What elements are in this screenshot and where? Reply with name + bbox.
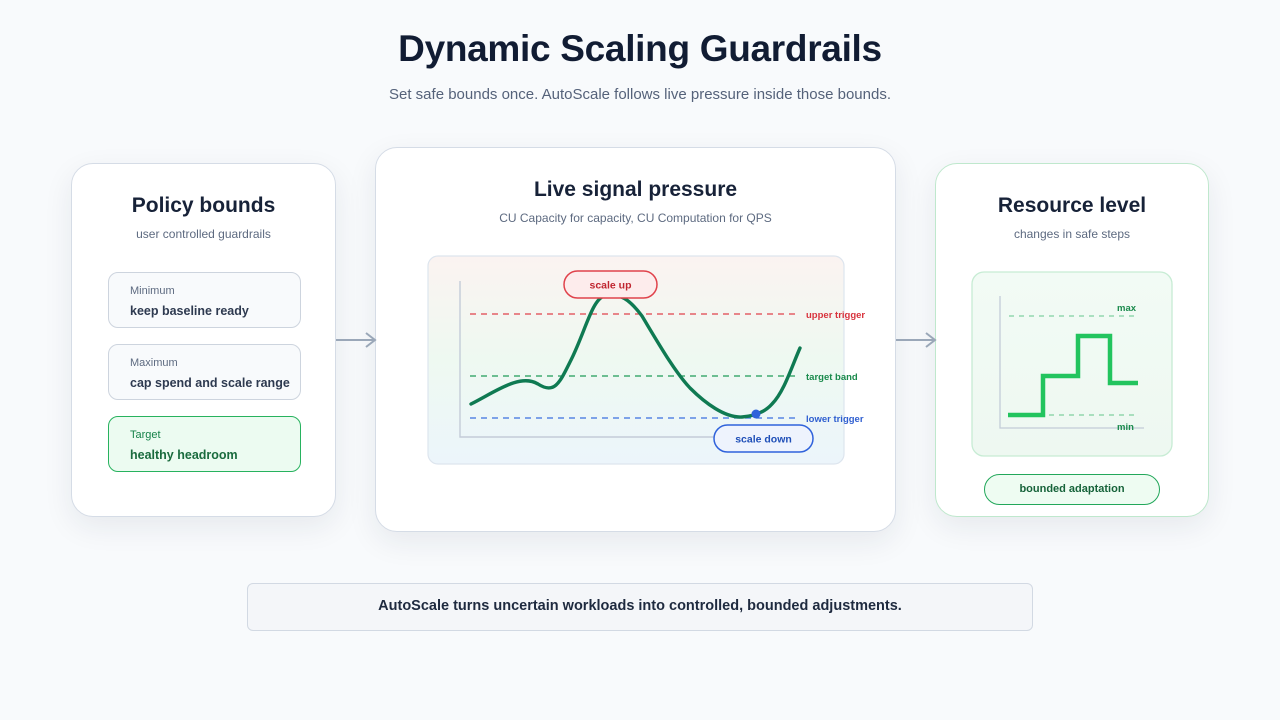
- upper-trigger-label: upper trigger: [806, 310, 865, 321]
- scale-up-pill: scale up: [563, 270, 658, 299]
- bound-maximum: Maximum cap spend and scale range: [108, 344, 301, 400]
- min-label: min: [1117, 422, 1134, 433]
- resource-step-line: [1008, 333, 1138, 418]
- resource-card-title: Resource level: [997, 194, 1147, 217]
- resource-axes: [999, 296, 1144, 429]
- bound-minimum: Minimum keep baseline ready: [108, 272, 301, 328]
- policy-bounds-card: Policy bounds user controlled guardrails…: [71, 163, 336, 517]
- max-label: max: [1117, 303, 1137, 314]
- bound-desc: healthy headroom: [130, 448, 238, 462]
- bound-label: Target: [130, 429, 161, 441]
- signal-card-subtitle: CU Capacity for capacity, CU Computation…: [499, 211, 772, 225]
- target-band-label: target band: [806, 372, 858, 383]
- bound-label: Maximum: [130, 357, 178, 369]
- bound-desc: cap spend and scale range: [130, 376, 290, 390]
- page-subtitle: Set safe bounds once. AutoScale follows …: [389, 86, 891, 103]
- bound-desc: keep baseline ready: [130, 304, 249, 318]
- policy-card-subtitle: user controlled guardrails: [136, 227, 271, 241]
- page-title: Dynamic Scaling Guardrails: [398, 28, 882, 69]
- bound-target: Target healthy headroom: [108, 416, 301, 472]
- resource-card-subtitle: changes in safe steps: [1013, 227, 1131, 241]
- signal-curve: [469, 293, 802, 419]
- footer-banner: AutoScale turns uncertain workloads into…: [247, 583, 1033, 631]
- bound-label: Minimum: [130, 285, 175, 297]
- arrow-signal-to-resource: [896, 332, 937, 348]
- scale-down-point: [751, 409, 761, 419]
- lower-trigger-label: lower trigger: [806, 414, 864, 425]
- bounded-adaptation-pill: bounded adaptation: [984, 474, 1160, 505]
- signal-plot-area: [427, 255, 845, 465]
- signal-axes: [459, 281, 800, 438]
- scale-down-pill: scale down: [713, 424, 814, 453]
- scale-up-label: scale up: [589, 280, 631, 292]
- resource-plot-area: [971, 271, 1173, 457]
- scale-down-label: scale down: [735, 434, 792, 446]
- arrow-policy-to-signal: [336, 332, 377, 348]
- signal-card-title: Live signal pressure: [533, 178, 738, 201]
- policy-card-title: Policy bounds: [131, 194, 276, 217]
